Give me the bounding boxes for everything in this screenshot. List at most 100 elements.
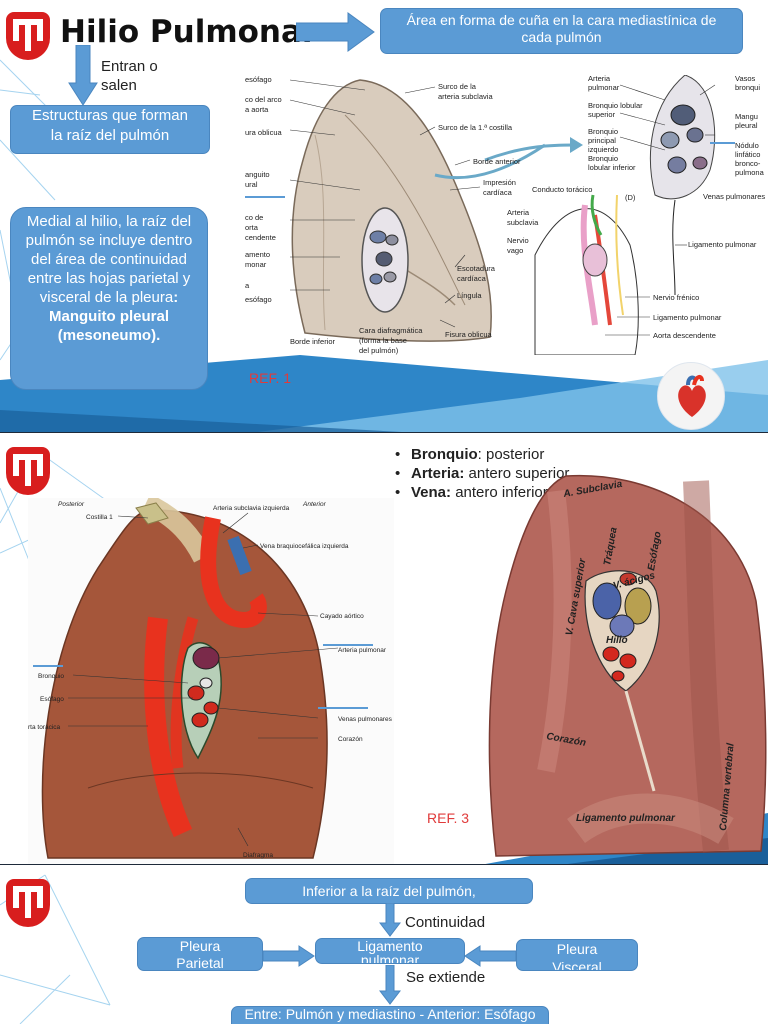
location-box: Entre: Pulmón y mediastino - Anterior: E… — [231, 1006, 549, 1024]
reference-label: REF. 3 — [427, 810, 470, 826]
fig-label: Venas pulmonares — [338, 716, 393, 723]
fig-label: bronqui — [735, 83, 760, 92]
extends-label: Se extiende — [406, 969, 486, 986]
fig-label: Borde inferior — [290, 337, 336, 346]
fig-label: ural — [245, 180, 258, 189]
university-logo — [6, 12, 50, 60]
fig-label: Bronquio — [588, 127, 618, 136]
fig-label: Bronquio lobular — [588, 101, 643, 110]
fig-label: Arteria — [588, 75, 611, 83]
mesoneumo-text: Medial al hilio, la raíz del pulmón se i… — [25, 213, 193, 306]
fig-label: Posterior — [58, 501, 85, 508]
arrow-down-icon — [68, 45, 98, 106]
pulmonary-ligament-box: Ligamento pulmonar — [315, 938, 465, 964]
fig-label: Nervio — [507, 236, 529, 245]
arrow-right-icon — [296, 12, 375, 52]
arrow-down-icon — [379, 965, 401, 1005]
fig-label: del pulmón) — [359, 346, 399, 355]
fig-label: esófago — [245, 295, 272, 304]
continuity-label: Continuidad — [405, 914, 486, 931]
fig-label: cendente — [245, 233, 276, 242]
fig-label: (forma la base — [359, 336, 407, 345]
fig-label: Arteria pulmonar — [338, 647, 387, 654]
fig-label: Hilio — [606, 635, 628, 646]
arrow-down-icon — [379, 903, 401, 937]
visceral-pleura-box: Pleura Visceral — [516, 939, 638, 971]
fig-label: co de — [245, 213, 263, 222]
lung-mediastinal-illustration: esófago co del arco a aorta ura oblicua … — [245, 75, 768, 355]
hilum-position-list: Bronquio: posterior Arteria: antero supe… — [391, 445, 581, 502]
fig-label: Nervio frénico — [653, 293, 699, 302]
fig-label: a aorta — [245, 105, 269, 114]
structures-box: Estructuras que forman la raíz del pulmó… — [10, 105, 210, 154]
fig-label: Diafragma — [243, 852, 273, 859]
fig-label: Cara diafragmática — [359, 326, 423, 335]
list-item: Vena: antero inferior — [391, 483, 581, 502]
fig-label: Venas pulmonares — [703, 192, 765, 201]
slide-2: Bronquio: posterior Arteria: antero supe… — [0, 433, 768, 865]
slide-3: Inferior a la raíz del pulmón, Continuid… — [0, 865, 768, 1024]
university-logo — [6, 447, 50, 495]
fig-label: arteria subclavia — [438, 92, 493, 101]
fig-label: bronco- — [735, 159, 761, 168]
reference-label: REF. 1 — [249, 370, 292, 386]
slide-title: Hilio Pulmonar — [60, 14, 318, 50]
fig-label: orta — [245, 223, 259, 232]
fig-label: pulmona — [735, 168, 765, 177]
fig-label: Vena braquiocefálica izquierda — [260, 543, 349, 550]
fig-label: Anterior — [302, 501, 327, 508]
fig-label: a — [245, 281, 250, 290]
left-lung-hilum-illustration: Posterior Anterior Costilla 1 Arteria su… — [28, 498, 394, 865]
fig-label: Arteria subclavia izquierda — [213, 505, 290, 512]
fig-label: subclavia — [507, 218, 539, 227]
arrow-left-icon — [465, 945, 517, 967]
right-lung-hilum-illustration: A. Subclavia Tráquea Esófago V. Cava sup… — [486, 471, 768, 865]
fig-label: Nódulo — [735, 141, 759, 150]
root-inferior-box: Inferior a la raíz del pulmón, — [245, 878, 533, 904]
fig-label: amento — [245, 250, 270, 259]
definition-box: Área en forma de cuña en la cara mediast… — [380, 8, 743, 54]
fig-label: Corazón — [338, 736, 363, 743]
fig-label: (D) — [625, 193, 636, 202]
fig-label: Surco de la — [438, 82, 477, 91]
fig-label: pleural — [735, 121, 758, 130]
fig-label: Fisura oblicua — [445, 330, 493, 339]
mesoneumo-box: Medial al hilio, la raíz del pulmón se i… — [10, 207, 208, 390]
fig-label: Bronquio — [588, 154, 618, 163]
fig-label: linfático — [735, 150, 760, 159]
slide-1: Hilio Pulmonar Área en forma de cuña en … — [0, 0, 768, 433]
heart-badge-icon — [657, 362, 725, 430]
list-item: Arteria: antero superior — [391, 464, 581, 483]
fig-label: anguito — [245, 170, 270, 179]
fig-label: Mangu — [735, 112, 758, 121]
fig-label: Conducto torácico — [532, 185, 592, 194]
fig-label: Bronquio — [38, 673, 64, 680]
fig-label: monar — [245, 260, 267, 269]
fig-label: Arteria — [507, 208, 530, 217]
fig-label: cardíaca — [483, 188, 513, 197]
fig-label: Esófago — [40, 696, 64, 703]
fig-label: co del arco — [245, 95, 282, 104]
fig-label: Vasos — [735, 75, 756, 83]
arrow-right-icon — [263, 945, 315, 967]
mesoneumo-bold-text: : Manguito pleural (mesoneumo). — [49, 289, 179, 344]
fig-label: lobular inferior — [588, 163, 636, 172]
parietal-pleura-box: Pleura Parietal — [137, 937, 263, 971]
fig-label: Borde anterior — [473, 157, 521, 166]
fig-label: Surco de la 1.ª costilla — [438, 123, 513, 132]
list-item: Bronquio: posterior — [391, 445, 581, 464]
fig-label: Cayado aórtico — [320, 613, 364, 620]
fig-label: pulmonar — [588, 83, 620, 92]
fig-label: Costilla 1 — [86, 514, 113, 521]
university-logo — [6, 879, 50, 927]
arrow-label: Entran o salen — [101, 58, 158, 94]
fig-label: cardíaca — [457, 274, 487, 283]
fig-label: rta torácica — [28, 724, 61, 731]
fig-label: Língula — [457, 291, 482, 300]
fig-label: Ligamento pulmonar — [653, 313, 722, 322]
fig-label: Ligamento pulmonar — [688, 240, 757, 249]
fig-label: Ligamento pulmonar — [576, 813, 676, 824]
fig-label: Impresión — [483, 178, 516, 187]
fig-label: Escotadura — [457, 264, 496, 273]
fig-label: vago — [507, 246, 523, 255]
